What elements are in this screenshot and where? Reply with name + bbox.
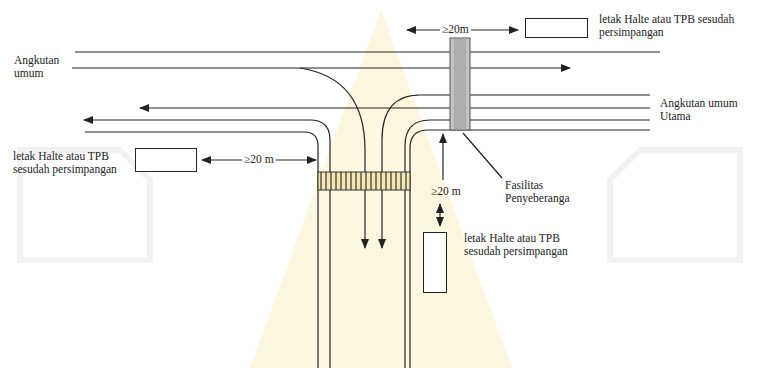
bus-stop-box: letak Halte atau TPB sesudah persimpanga… — [525, 18, 588, 38]
stop-label: letak Halte atau TPB sesudah persimpanga… — [13, 150, 131, 176]
bus-stop-box: letak Halte atau TPB sesudah persimpanga… — [135, 148, 197, 172]
stop-label: letak Halte atau TPB sesudah persimpanga… — [599, 13, 749, 39]
bus-stop-box: letak Halte atau TPB sesudah persimpanga… — [423, 232, 447, 293]
road-label: Angkutan umum — [14, 54, 74, 80]
road-label: Angkutan umum Utama — [660, 97, 755, 123]
road-label: Fasilitas Penyeberanga — [505, 179, 585, 205]
dimension-label: ≥20m — [440, 23, 471, 36]
stop-label: letak Halte atau TPB sesudah persimpanga… — [464, 232, 584, 258]
dimension-label: ≥20 m — [242, 153, 276, 166]
dimension-label: ≥20 m — [431, 185, 461, 198]
